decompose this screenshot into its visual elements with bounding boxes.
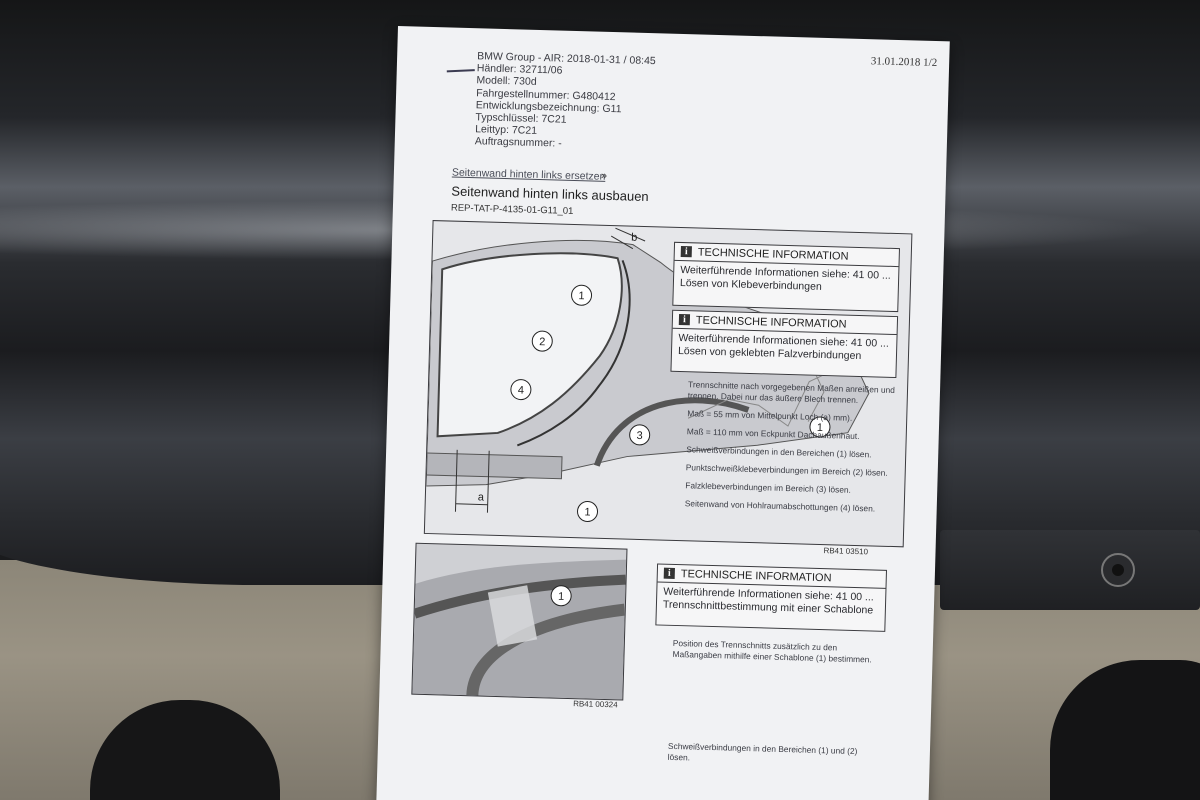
step-item: Trennschnitte nach vorgegebenen Maßen an… (687, 379, 896, 405)
callout-1-right: 1 (809, 416, 831, 438)
callout-1-top: 1 (571, 284, 593, 306)
figure-code: RB41 03510 (823, 546, 869, 557)
step-item: Maß = 110 mm von Eckpunkt Dachaußenhaut. (686, 426, 860, 442)
svg-text:1: 1 (584, 506, 590, 518)
svg-text:1: 1 (578, 290, 584, 302)
info-body: Weiterführende Informationen siehe: 41 0… (657, 582, 886, 619)
pen-mark (446, 69, 475, 73)
callout-2: 2 (531, 330, 553, 352)
panel-edge (940, 530, 1200, 610)
bolt-icon (1101, 553, 1135, 587)
breadcrumb-link[interactable]: Seitenwand hinten links ersetzen (451, 166, 606, 183)
side-panel-drawing: 1 2 4 3 1 (425, 227, 870, 522)
template-detail-diagram: 1 (411, 542, 628, 701)
step-item: Falzklebeverbindungen im Bereich (3) lös… (685, 480, 852, 495)
procedure-steps: Trennschnitte nach vorgegebenen Maßen an… (684, 379, 903, 522)
info-body: Weiterführende Informationen siehe: 41 0… (674, 261, 899, 298)
step-item: Punktschweißklebeverbindungen im Bereich… (685, 462, 888, 478)
callout-3: 3 (629, 424, 651, 446)
callout-4-left: 4 (510, 379, 532, 401)
dimension-b: b (631, 232, 637, 244)
svg-text:1: 1 (817, 422, 823, 434)
technical-info-box-3: i TECHNISCHE INFORMATION Weiterführende … (655, 563, 888, 632)
document-code: REP-TAT-P-4135-01-G11_01 (450, 202, 574, 217)
template-callout: 1 (558, 591, 564, 603)
info-heading: TECHNISCHE INFORMATION (680, 567, 832, 584)
step-item: Seitenwand von Hohlraumabschottungen (4)… (684, 498, 876, 514)
svg-text:4: 4 (518, 384, 524, 396)
repair-instruction-sheet: 31.01.2018 1/2 BMW Group - AIR: 2018-01-… (376, 26, 950, 800)
step-item: Schweißverbindungen in den Bereichen (1)… (667, 740, 858, 763)
info-icon: i (663, 567, 675, 579)
print-date: 31.01.2018 1/2 (870, 55, 938, 70)
procedure-steps-2: Position des Trennschnitts zusätzlich zu… (672, 638, 883, 673)
technical-info-box-1: i TECHNISCHE INFORMATION Weiterführende … (672, 241, 900, 313)
info-body: Weiterführende Informationen siehe: 41 0… (672, 329, 897, 366)
step-item: Schweißverbindungen in den Bereichen (1)… (686, 444, 872, 460)
svg-text:2: 2 (539, 336, 545, 348)
info-icon: i (678, 313, 691, 326)
side-panel-diagram: 1 2 4 3 1 (423, 220, 913, 548)
info-icon: i (680, 245, 692, 258)
step-item: Maß = 55 mm von Mittelpunkt Loch (a) mm)… (687, 408, 853, 423)
info-heading: TECHNISCHE INFORMATION (695, 313, 847, 331)
dimension-a: a (478, 491, 485, 503)
callout-1-bottom: 1 (577, 500, 599, 522)
page-title: Seitenwand hinten links ausbauen (451, 183, 649, 205)
breadcrumb-arrow: » (600, 169, 608, 182)
vehicle-meta: BMW Group - AIR: 2018-01-31 / 08:45 Händ… (475, 50, 656, 153)
info-heading: TECHNISCHE INFORMATION (697, 245, 849, 263)
technical-info-box-2: i TECHNISCHE INFORMATION Weiterführende … (670, 309, 899, 379)
figure-code-2: RB41 00324 (573, 699, 618, 710)
template-drawing: 1 (412, 559, 627, 700)
step-item: Position des Trennschnitts zusätzlich zu… (672, 637, 872, 665)
svg-text:3: 3 (636, 430, 642, 442)
procedure-steps-3: Schweißverbindungen in den Bereichen (1)… (667, 741, 878, 776)
